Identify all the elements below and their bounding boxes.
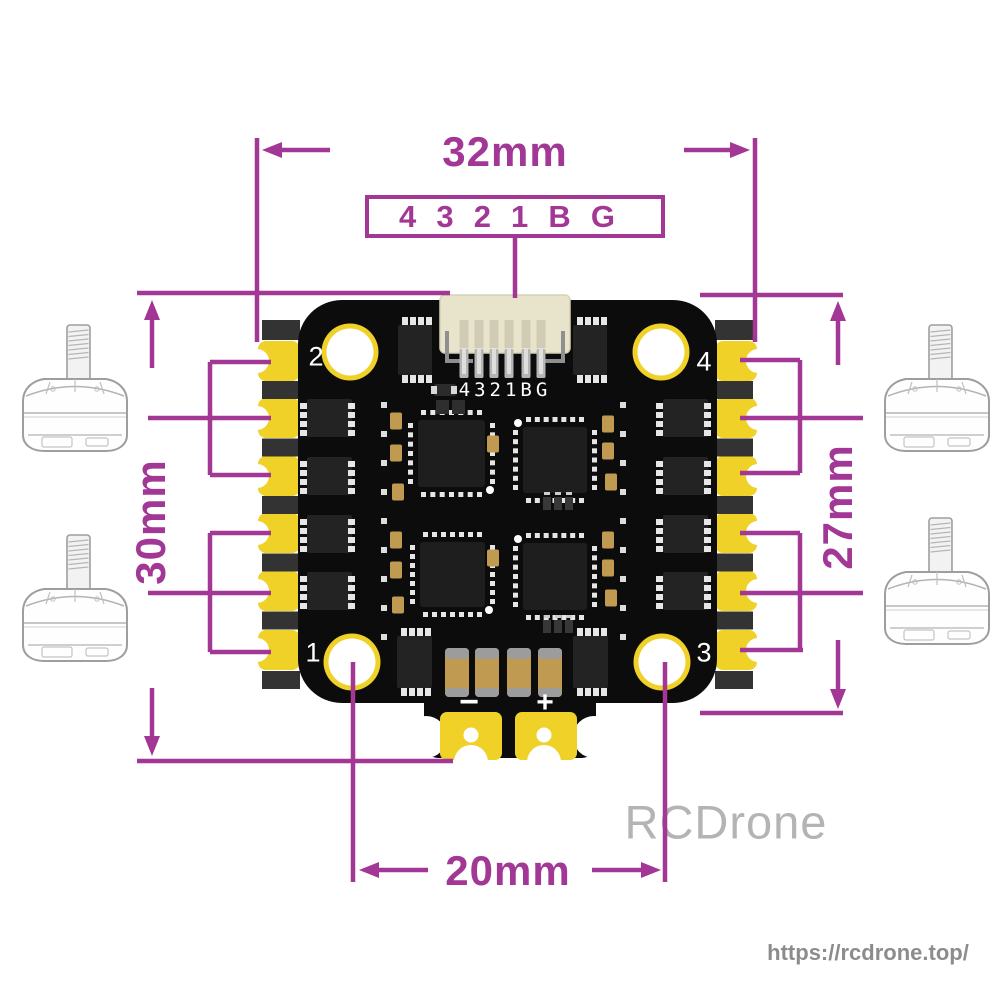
motor-pad-number-1: 1 [305,637,321,668]
website-url: https://rcdrone.top/ [767,940,969,965]
watermark-text: RCDrone [624,795,828,849]
dimension-annotations [137,138,863,882]
pin-label-1: 1 [511,199,529,234]
motor-icon [22,534,128,662]
signal-pin-legend-box: 4 3 2 1 B G [365,195,665,238]
dimension-30mm-label: 30mm [127,459,174,585]
motor-pad-number-3: 3 [696,637,712,668]
pin-label-g: G [590,199,615,234]
battery-positive-label: + [536,686,554,719]
motor-icon [884,517,990,645]
pin-label-2: 2 [473,199,491,234]
silkscreen-pin-label: 4321BG [458,379,552,401]
motor-icon [884,324,990,452]
motor-pad-number-2: 2 [308,341,324,372]
dimension-32mm-label: 32mm [442,128,568,175]
jst-connector-icon [439,294,571,378]
pin-label-4: 4 [399,199,417,234]
pin-label-3: 3 [436,199,454,234]
battery-negative-label: − [459,683,479,721]
motor-icon [22,324,128,452]
dimension-27mm-label: 27mm [814,444,861,570]
pin-label-b: B [548,199,571,234]
pcb-board [245,294,770,779]
dimension-20mm-label: 20mm [445,847,571,894]
motor-pad-number-4: 4 [696,346,712,377]
